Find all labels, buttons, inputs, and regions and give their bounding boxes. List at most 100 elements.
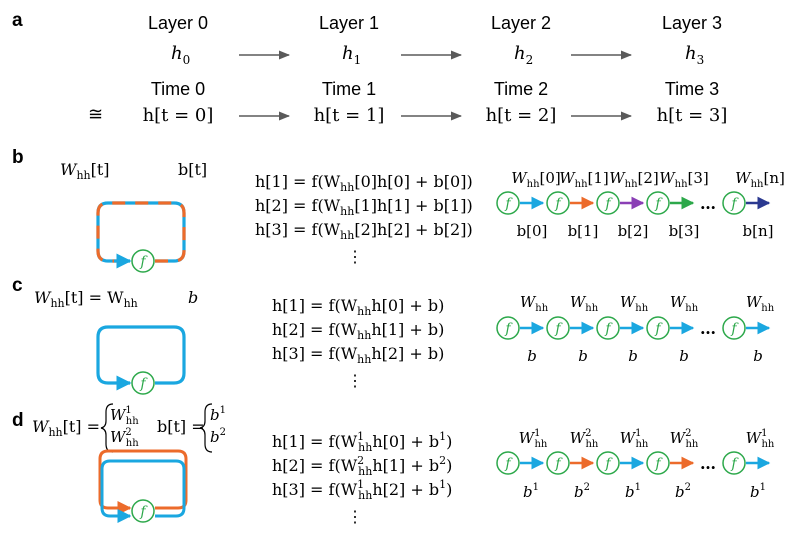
c-equation-1: h[1] = f(Whhh[0] + b) [272,296,444,318]
d-chain-node-label: f [604,456,613,472]
b-loop-orange-dashed [96,201,186,263]
d-weight-brace [100,403,114,453]
c-weight-equation: Whh[t] = Whh [34,288,138,310]
panel-d-label: d [12,410,24,431]
c-chain-bias: b [679,347,689,365]
d-chain-ellipsis: … [700,454,716,473]
panel-c: c Whh[t] = Whh b f h[1] = f(Whhh[0] + b)… [12,275,775,395]
d-chain-bias-2: b1 [625,482,641,501]
b-chain-bias-2: b[2] [618,222,649,240]
b-equation-2: h[2] = f(Whh[1]h[1] + b[1]) [255,196,473,218]
layer-1-title: Layer 1 [319,13,379,33]
d-vdots: ⋮ [347,507,363,526]
c-chain-bias: b [578,347,588,365]
b-equation-3: h[3] = f(Whh[2]h[2] + b[2]) [255,220,473,242]
c-chain-weight-2: Whh [620,293,649,314]
d-loop-node [131,499,155,523]
c-chain-weight-4: Whh [746,293,775,314]
d-chain-bias-1: b2 [574,482,590,501]
c-equation-3: h[3] = f(Whhh[2] + b) [272,344,444,366]
h-t0-label: h[t = 0] [143,105,214,126]
c-chain-weight-3: Whh [670,293,699,314]
panel-b-label: b [12,147,24,168]
h-t2-label: h[t = 2] [486,105,557,126]
d-chain-node-label: f [654,456,663,472]
b-chain-bias-3: b[3] [669,222,700,240]
panel-a: a Layer 0 Layer 1 Layer 2 Layer 3 h0 h1 … [12,10,727,126]
d-chain-node-label: f [504,456,513,472]
b-chain-weight-n: Whh[n] [735,169,785,190]
c-chain-node [596,316,620,340]
h-t1-label: h[t = 1] [314,105,385,126]
c-chain-node-label: f [554,321,563,337]
d-chain-node [496,451,520,475]
c-chain-node [646,316,670,340]
b-chain-bias-0: b[0] [517,222,548,240]
c-chain-bias: b [753,347,763,365]
d-chain-node [722,451,746,475]
h3-label: h3 [685,43,704,67]
c-chain-node-label: f [504,321,513,337]
c-chain-bias: b [527,347,537,365]
c-chain-node [722,316,746,340]
time-3-title: Time 3 [665,79,719,99]
b-chain-weight-3: Whh[3] [659,169,709,190]
d-chain-node [646,451,670,475]
c-chain-node [546,316,570,340]
d-chain-bias-3: b2 [675,482,691,501]
d-bias-case-2: b2 [210,427,226,446]
b-loop-node-label: f [139,254,148,270]
layer-0-title: Layer 0 [148,13,208,33]
d-bias-case-1: b1 [210,405,226,424]
d-loop-node-label: f [139,504,148,520]
b-chain-node-label: f [730,196,739,212]
layer-2-title: Layer 2 [491,13,551,33]
b-chain-node [646,191,670,215]
b-chain-node-label: f [554,196,563,212]
d-loop-blue [100,459,186,518]
c-chain-node-label: f [730,321,739,337]
b-equation-1: h[1] = f(Whh[0]h[0] + b[0]) [255,172,473,194]
b-chain-node [546,191,570,215]
c-chain-weight-1: Whh [570,293,599,314]
d-chain-bias-0: b1 [523,482,539,501]
panel-c-label: c [12,275,23,296]
c-vdots: ⋮ [347,371,363,390]
c-equation-2: h[2] = f(Whhh[1] + b) [272,320,444,342]
d-bias-brace [199,403,213,453]
b-bias-label: b[t] [178,160,207,179]
time-1-title: Time 1 [322,79,376,99]
d-chain-bias-4: b1 [750,482,766,501]
panel-b: b Whh[t] b[t] f h[1] = f(Whh[0]h[0] + b[… [12,147,785,273]
layer-3-title: Layer 3 [662,13,722,33]
d-chain-node-label: f [730,456,739,472]
h0-label: h0 [171,43,190,67]
b-chain-node-label: f [654,196,663,212]
b-chain-node-label: f [504,196,513,212]
b-chain-node [722,191,746,215]
b-chain-node [496,191,520,215]
time-0-title: Time 0 [151,79,205,99]
d-chain-node-label: f [554,456,563,472]
b-chain-weight-0: Whh[0] [511,169,561,190]
b-chain-ellipsis: … [700,194,716,213]
b-chain-weight-1: Whh[1] [559,169,609,190]
b-loop-node [131,249,155,273]
equivalence-symbol: ≅ [88,104,103,125]
b-chain-node-label: f [604,196,613,212]
c-chain-bias: b [628,347,638,365]
c-chain-node-label: f [654,321,663,337]
d-bias-head: b[t] = [157,417,205,436]
c-chain-node [496,316,520,340]
panel-a-label: a [12,10,23,31]
